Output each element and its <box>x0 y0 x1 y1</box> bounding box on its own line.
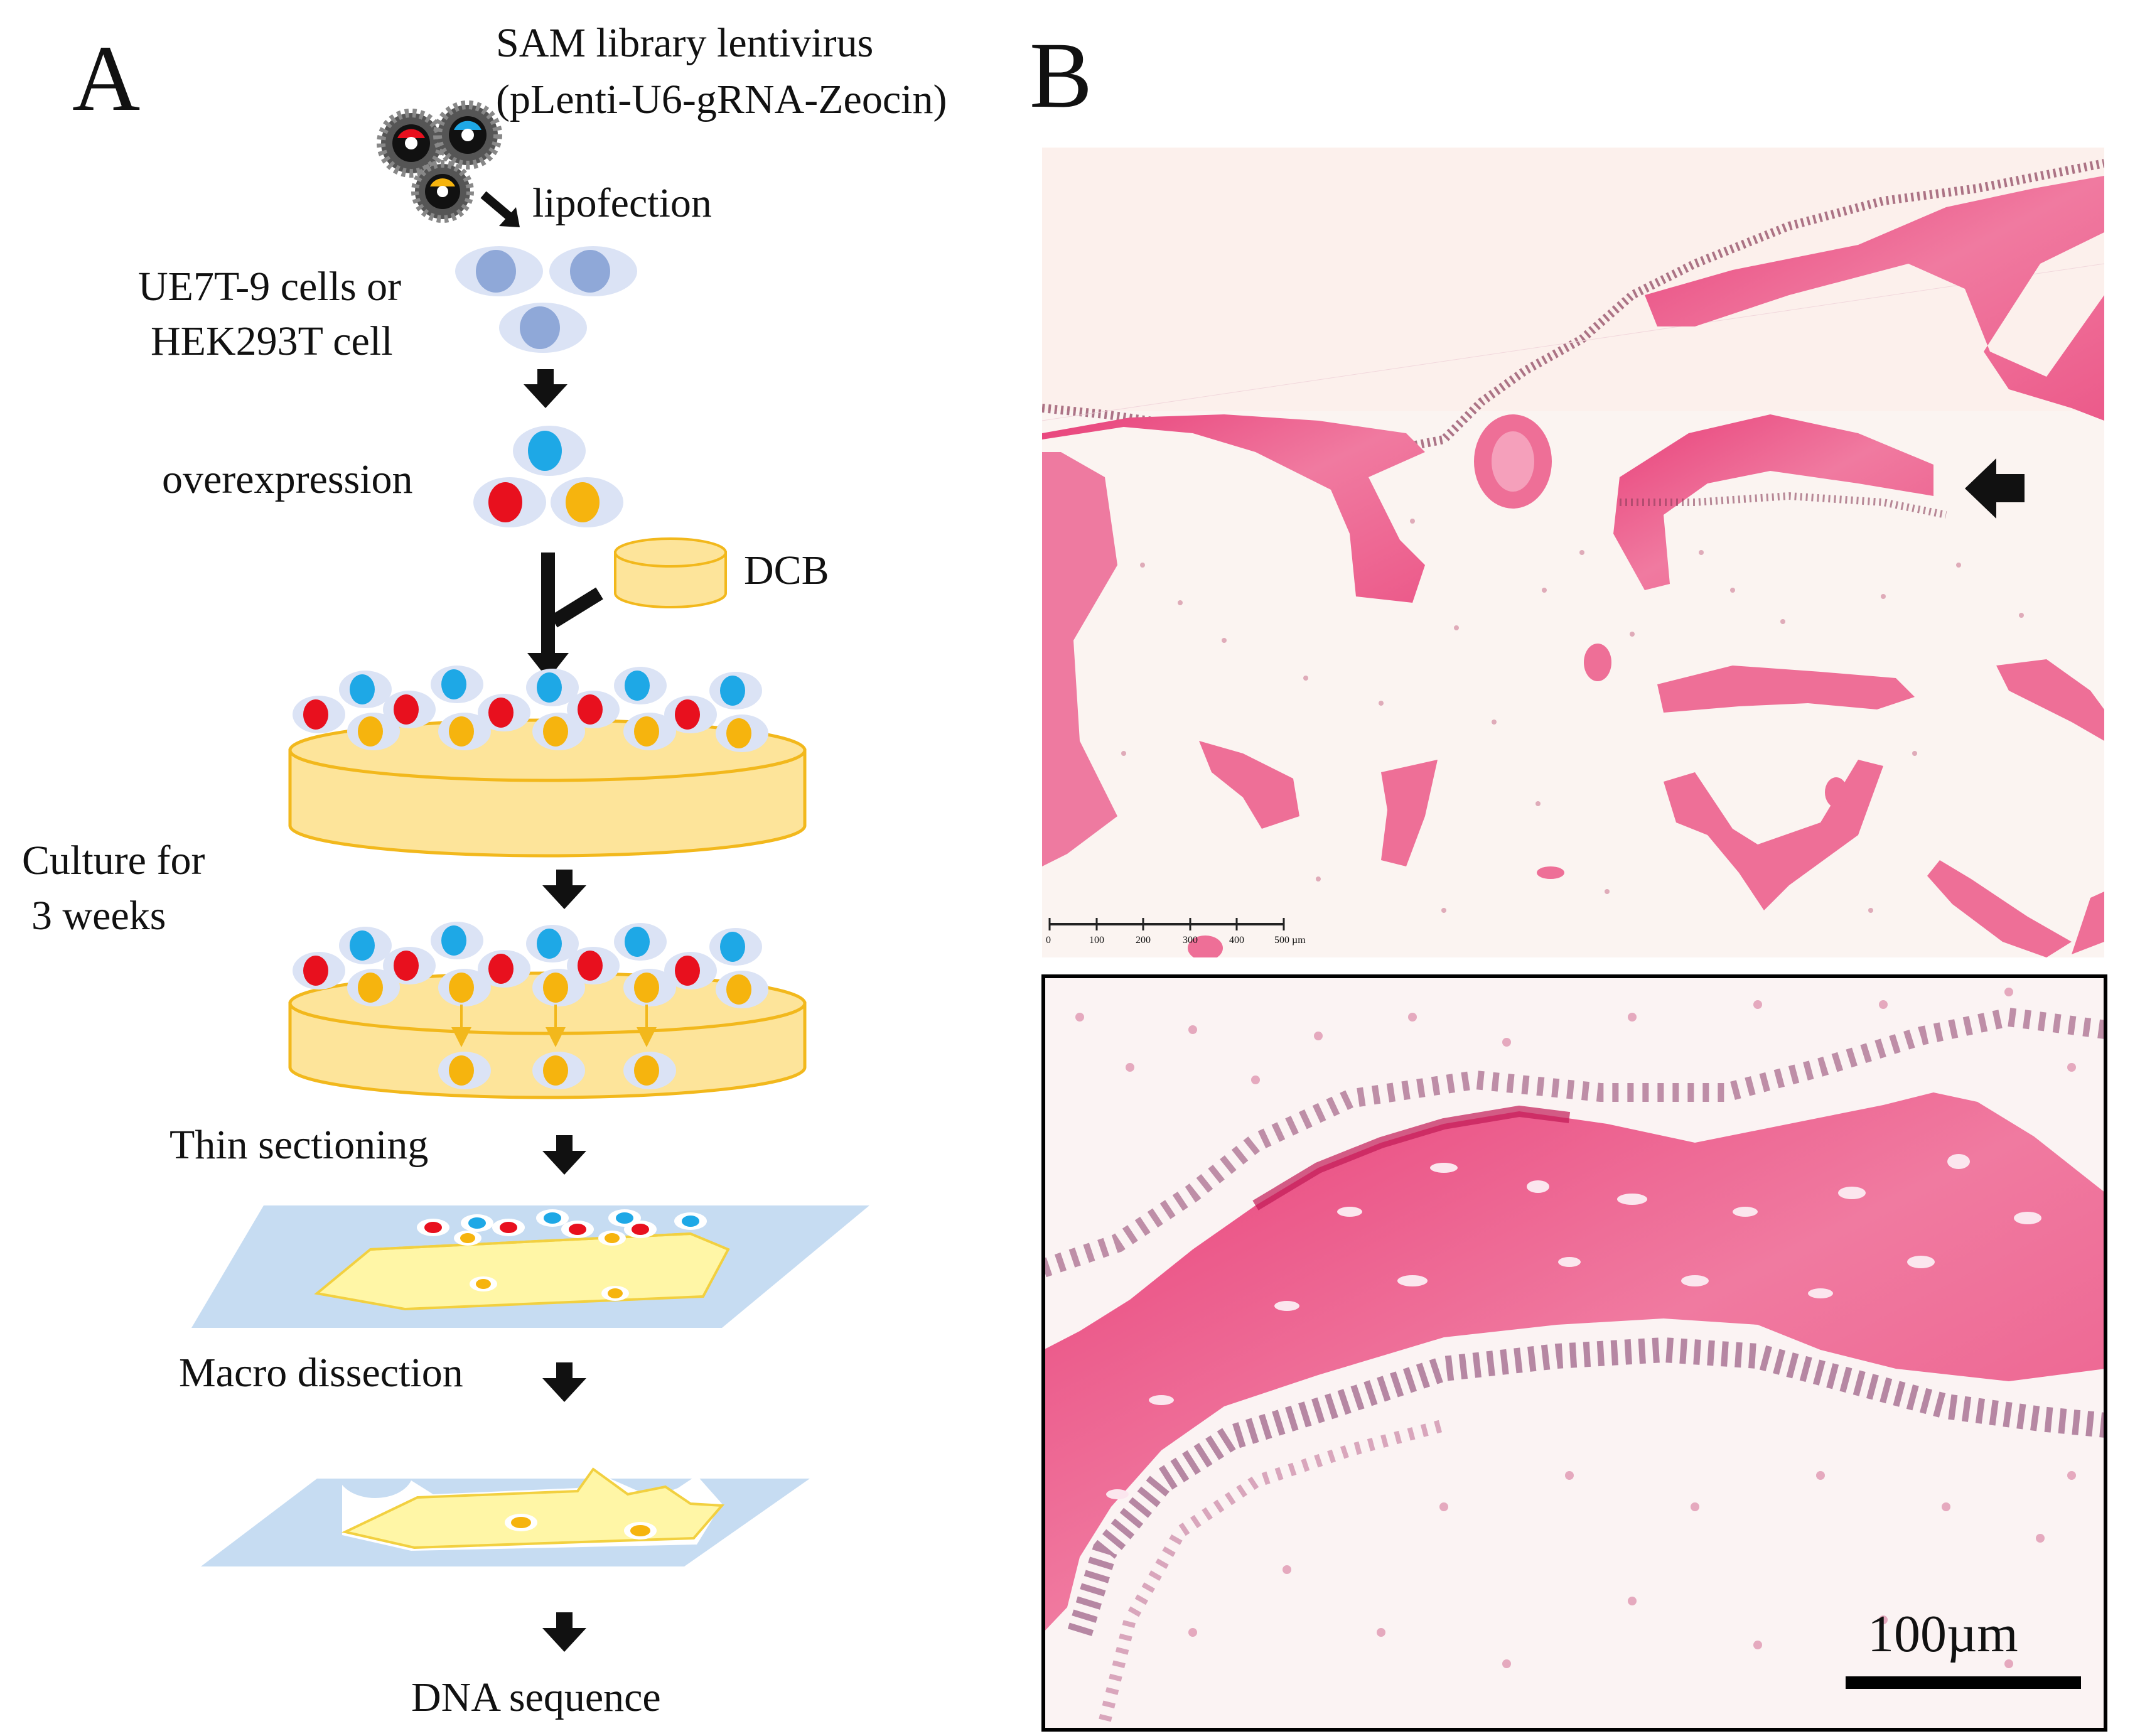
macro-dissection-label: Macro dissection <box>179 1350 463 1396</box>
panel-b-label: B <box>1030 23 1092 127</box>
virus-plasmid: (pLenti-U6-gRNA-Zeocin) <box>496 77 947 122</box>
step-arrow-icon <box>542 870 586 909</box>
scale-tick-1: 100 <box>1089 935 1104 946</box>
overexpression-label: overexpression <box>162 456 413 502</box>
dissected-section-slide-icon <box>201 1467 810 1566</box>
tissue-section-slide-icon <box>191 1205 869 1328</box>
histology-high-magnification-image: 100µm <box>1041 974 2107 1732</box>
lipofection-arrow-icon <box>480 191 515 222</box>
scale-tick-0: 0 <box>1046 935 1051 946</box>
panel-a-label: A <box>72 26 140 131</box>
cells-label-line2: HEK293T cell <box>151 318 393 364</box>
dcb-disc-icon <box>614 537 727 608</box>
step-arrow-icon <box>542 1362 586 1402</box>
panel-a: A SAM library lentivirus (pLenti-U6-gRNA… <box>22 20 947 1720</box>
high-magnification-scale-bar <box>1846 1676 2081 1689</box>
scale-tick-3: 300 <box>1183 935 1198 946</box>
dcb-label: DCB <box>744 547 829 593</box>
dcb-inhibition-icon <box>527 553 603 679</box>
thin-sectioning-label: Thin sectioning <box>169 1122 428 1168</box>
scale-tick-2: 200 <box>1136 935 1151 946</box>
scale-tick-5: 500 µm <box>1274 935 1306 946</box>
low-magnification-scale-bar: 0 100 200 300 400 500 µm <box>1046 918 1306 946</box>
virus-title: SAM library lentivirus <box>496 20 873 66</box>
overexpressing-cells-icon <box>473 426 623 527</box>
lipofection-label: lipofection <box>532 180 712 226</box>
scaffold-with-cells-icon <box>288 666 807 858</box>
cells-label-line1: UE7T-9 cells or <box>138 264 401 310</box>
scaffold-with-migrating-cells-icon <box>288 922 807 1099</box>
step-arrow-icon <box>542 1135 586 1175</box>
scale-tick-4: 400 <box>1229 935 1244 946</box>
panel-b: B <box>1030 23 2107 1732</box>
region-arrow-icon <box>1965 458 2025 519</box>
histology-low-magnification-image: 0 100 200 300 400 500 µm <box>1042 148 2104 957</box>
step-arrow-icon <box>542 1612 586 1652</box>
culture-label-line1: Culture for <box>22 838 205 883</box>
dna-sequence-label: DNA sequence <box>411 1674 661 1720</box>
scale-bar-label: 100µm <box>1868 1605 2018 1663</box>
step-arrow-icon <box>524 369 567 408</box>
culture-label-line2: 3 weeks <box>31 893 166 939</box>
host-cells-icon <box>455 246 637 353</box>
virus-particles-icon <box>377 100 502 223</box>
